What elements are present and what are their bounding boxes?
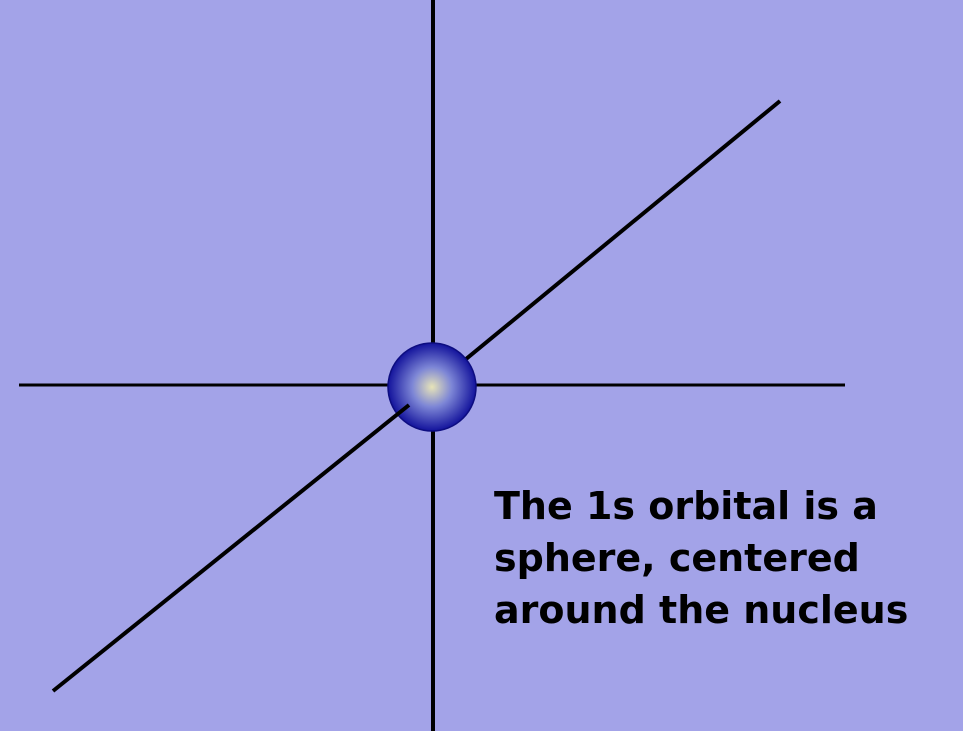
diagonal-axis-front	[51, 403, 411, 693]
caption-line-1: The 1s orbital is a	[494, 484, 878, 528]
caption-line-2: sphere, centered	[494, 536, 860, 580]
diagonal-axis-back	[430, 99, 782, 389]
orbital-caption: The 1s orbital is a sphere, centered aro…	[494, 480, 959, 636]
sphere-icon	[387, 342, 477, 432]
caption-line-3: around the nucleus	[494, 588, 909, 632]
